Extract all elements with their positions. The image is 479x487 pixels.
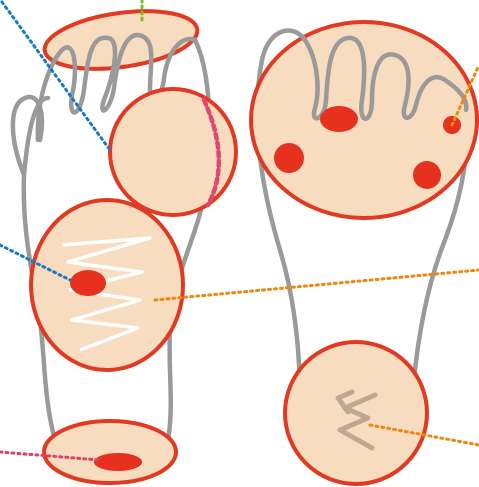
left-toes-zone <box>41 3 201 78</box>
arch-spot <box>70 270 106 296</box>
forefoot-spot-left <box>274 143 304 173</box>
left-foot <box>13 3 236 483</box>
forefoot-spot-right <box>413 161 441 189</box>
left-heel-zone <box>44 421 176 483</box>
forefoot-spot-center <box>320 106 358 132</box>
right-foot <box>251 22 477 484</box>
heel-spot <box>94 453 142 471</box>
left-arch-zone <box>31 200 183 370</box>
